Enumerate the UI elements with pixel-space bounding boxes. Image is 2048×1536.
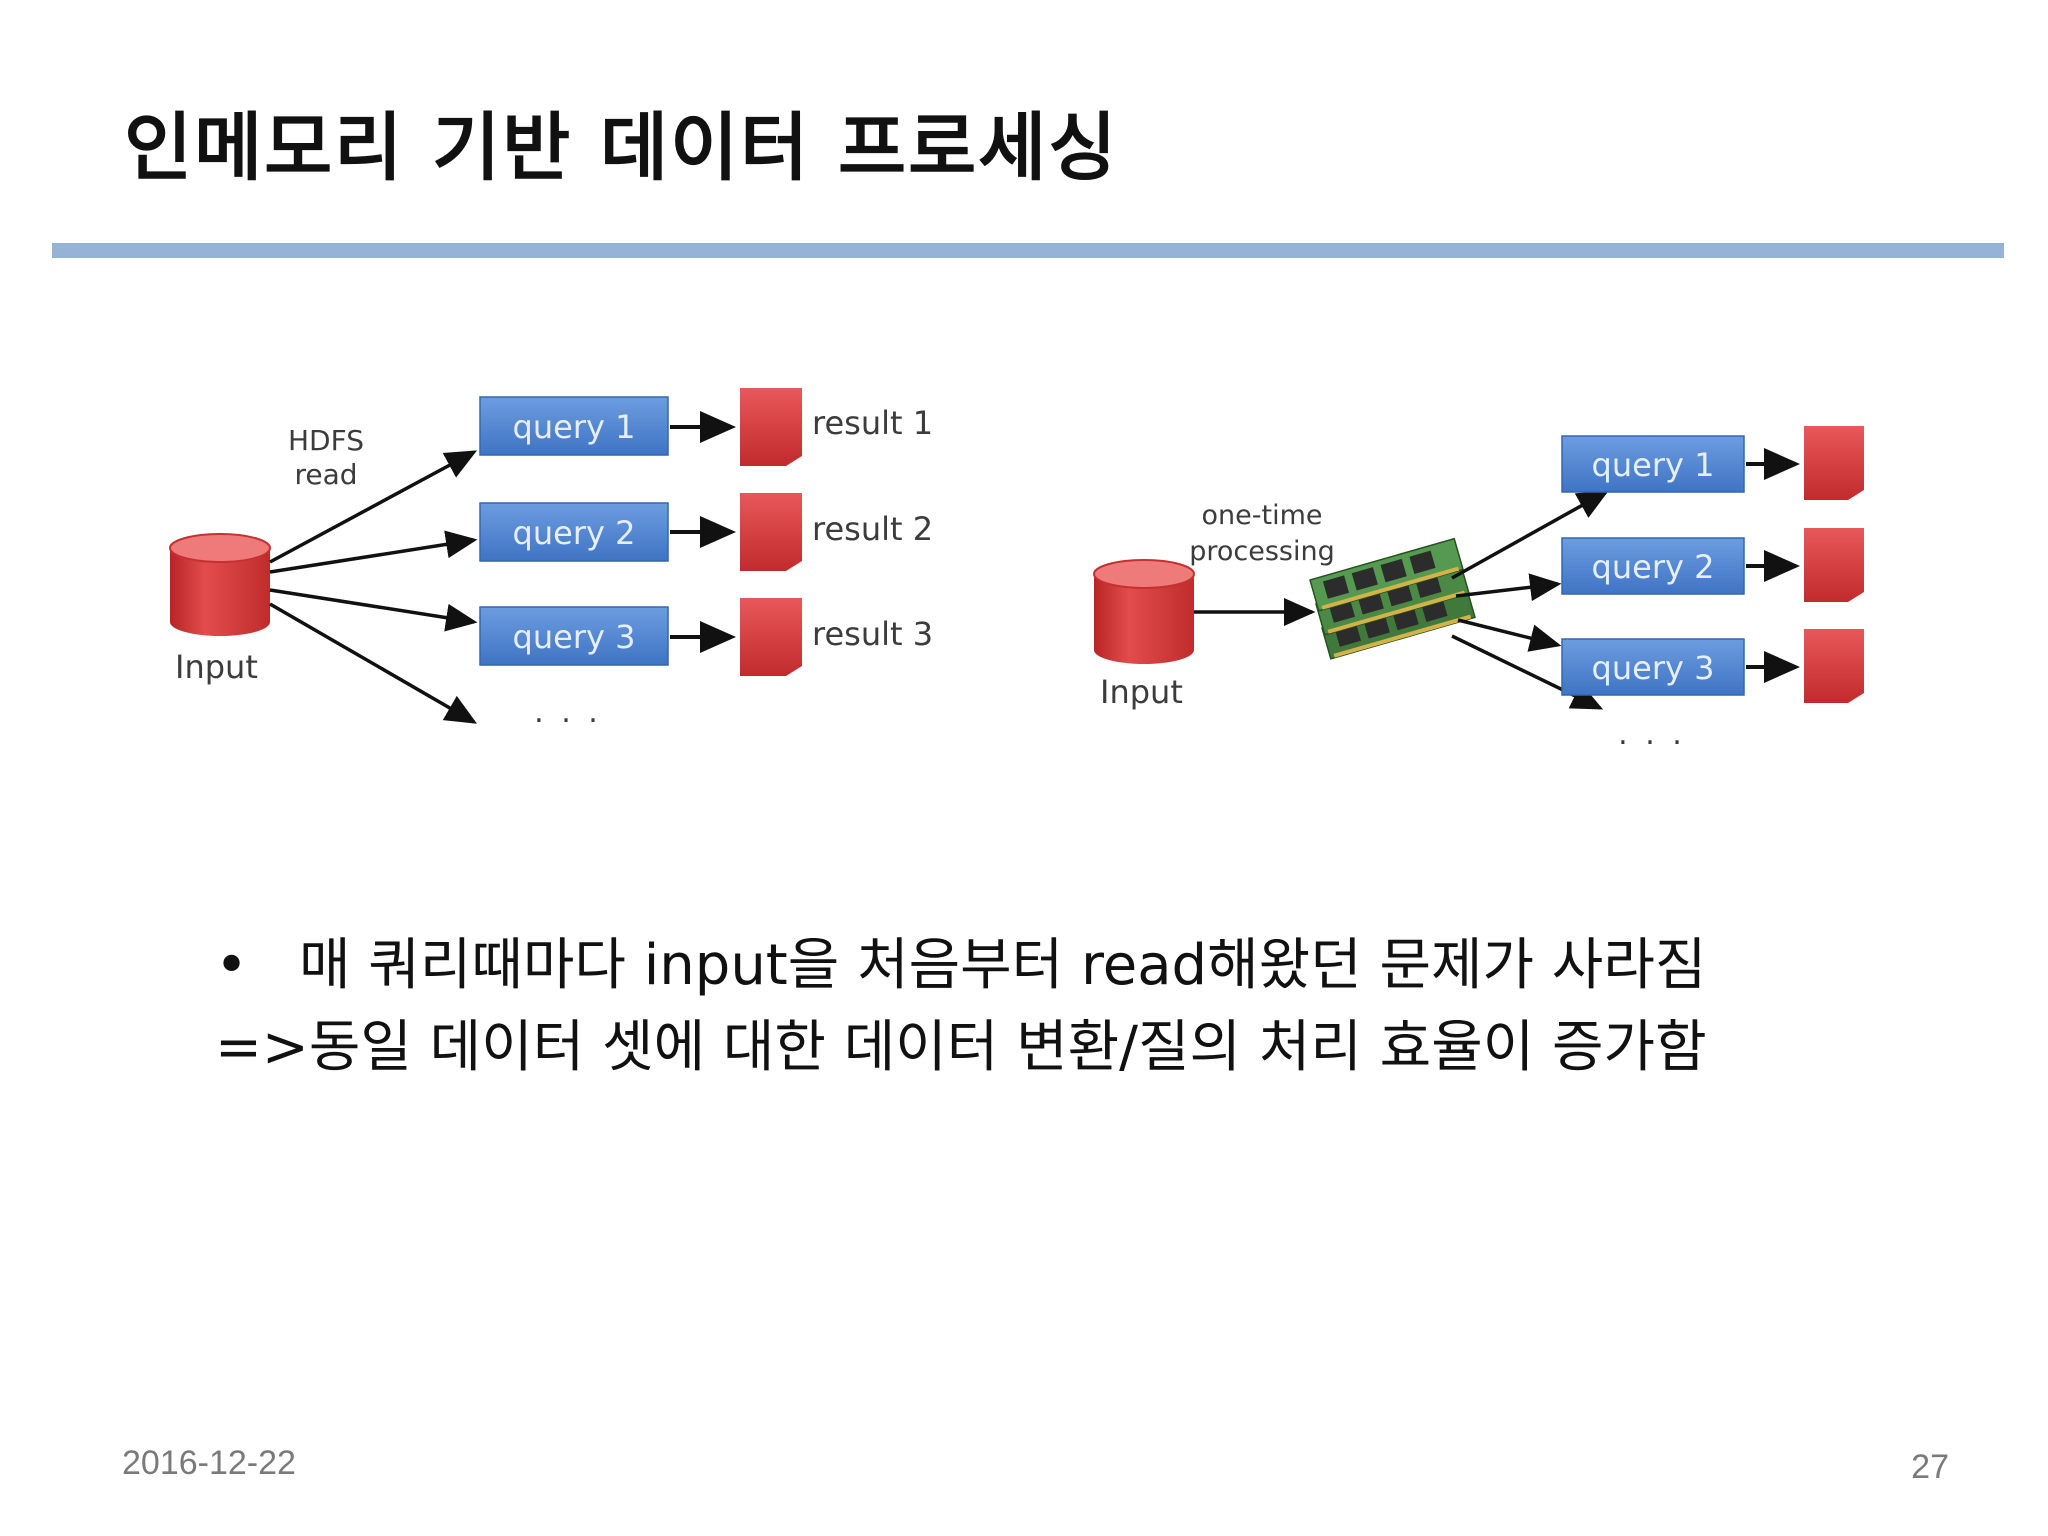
slide-date: 2016-12-22	[122, 1444, 296, 1482]
left-arrow-to-query-3	[269, 588, 478, 632]
right-query-2-label: query 2	[1592, 548, 1715, 586]
left-ellipsis: . . .	[534, 695, 602, 730]
left-result-3-label: result 3	[812, 615, 933, 653]
slide-title: 인메모리 기반 데이터 프로세싱	[124, 105, 1119, 191]
left-arrow-to-more	[269, 602, 478, 724]
right-arrow-to-more	[1451, 634, 1604, 710]
right-result-2-document-icon	[1804, 528, 1864, 602]
left-result-2-label: result 2	[812, 510, 933, 548]
bullet-marker: •	[215, 933, 249, 998]
right-result-1-document-icon	[1804, 426, 1864, 500]
left-query-3-label: query 3	[513, 618, 636, 656]
left-query-1-box	[479, 396, 669, 456]
left-result-1-document-icon	[740, 388, 802, 466]
left-input-database-icon	[169, 533, 271, 636]
right-arrow-to-query-3	[1457, 618, 1562, 652]
bullet-line-1-text: 매 쿼리때마다 input을 처음부터 read해왔던 문제가 사라짐	[299, 933, 1707, 998]
right-input-database-icon	[1093, 559, 1195, 664]
left-result-3-document-icon	[740, 598, 802, 676]
hdfs-read-label-line2: read	[294, 458, 357, 491]
right-ellipsis: . . .	[1618, 717, 1686, 752]
right-arrow-to-query-1	[1451, 490, 1610, 580]
right-result-3-document-icon	[1804, 629, 1864, 703]
title-underline	[52, 243, 2004, 258]
left-arrow-to-query-1	[269, 450, 478, 564]
left-query-2-box	[479, 502, 669, 562]
left-query-1-label: query 1	[513, 408, 636, 446]
left-query-2-label: query 2	[513, 514, 636, 552]
left-query-3-box	[479, 606, 669, 666]
right-query-2-box	[1561, 537, 1745, 595]
left-result-1-label: result 1	[812, 404, 933, 442]
bullet-text-block: • 매 쿼리때마다 input을 처음부터 read해왔던 문제가 사라짐 =>동…	[215, 925, 1707, 1089]
bullet-line-1: • 매 쿼리때마다 input을 처음부터 read해왔던 문제가 사라짐	[215, 925, 1707, 1007]
bullet-line-2: =>동일 데이터 셋에 대한 데이터 변환/질의 처리 효율이 증가함	[215, 1015, 1707, 1080]
ram-module-icon	[1309, 537, 1476, 660]
right-query-3-box	[1561, 638, 1745, 696]
one-time-processing-label-line2: processing	[1189, 536, 1335, 567]
right-arrow-to-query-2	[1455, 573, 1562, 602]
left-input-label: Input	[175, 648, 258, 686]
left-diagram: Input HDFS read query 1 query 2 query 3 …	[169, 388, 933, 730]
left-result-2-document-icon	[740, 493, 802, 571]
right-query-3-label: query 3	[1592, 649, 1715, 687]
right-diagram: Input one-time processing	[1093, 426, 1864, 752]
hdfs-read-label-line1: HDFS	[288, 424, 364, 457]
left-arrow-to-query-2	[269, 530, 478, 574]
slide-page-number: 27	[1911, 1448, 1949, 1486]
one-time-processing-label-line1: one-time	[1202, 500, 1323, 531]
right-query-1-box	[1561, 435, 1745, 493]
right-input-label: Input	[1100, 673, 1183, 711]
right-query-1-label: query 1	[1592, 446, 1715, 484]
